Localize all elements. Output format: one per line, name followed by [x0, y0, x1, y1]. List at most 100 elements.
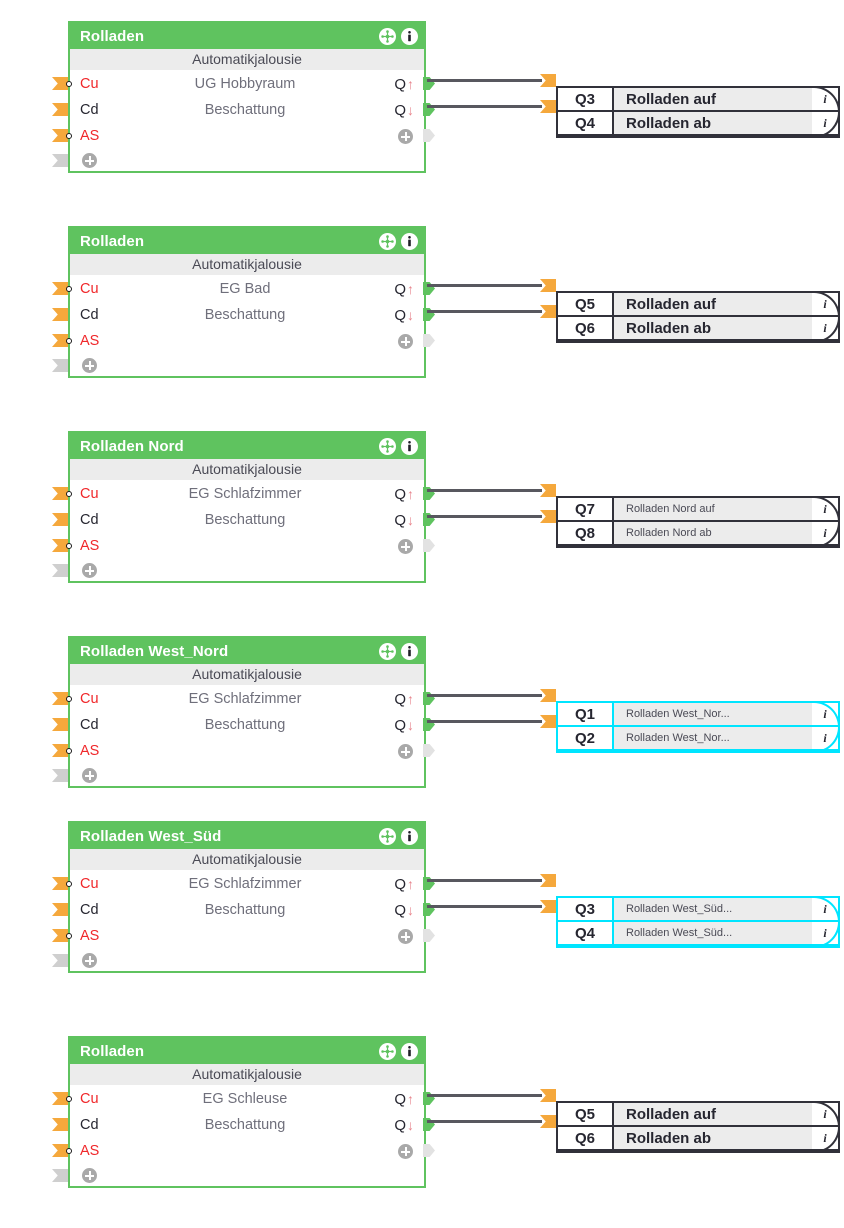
input-pin-cu[interactable]: Cu	[80, 281, 99, 297]
add-input-plus-icon[interactable]	[82, 953, 97, 968]
input-pin-as[interactable]: AS	[80, 538, 100, 554]
block-header[interactable]: Rolladen West_Nord	[70, 638, 424, 664]
input-pin-cu[interactable]: Cu	[80, 876, 99, 892]
output-connector-inactive[interactable]	[423, 929, 435, 942]
move-icon[interactable]	[379, 642, 396, 660]
input-pin-cd[interactable]: Cd	[80, 1117, 99, 1133]
block-header[interactable]: Rolladen Nord	[70, 433, 424, 459]
input-connector-add[interactable]	[52, 1169, 68, 1182]
block-header[interactable]: Rolladen West_Süd	[70, 823, 424, 849]
add-input-plus-icon[interactable]	[82, 1168, 97, 1183]
output-info-icon[interactable]: i	[812, 112, 838, 134]
add-output-plus-icon[interactable]	[398, 1143, 413, 1159]
output-info-icon[interactable]: i	[812, 88, 838, 110]
move-icon[interactable]	[379, 437, 396, 455]
input-connector-cu[interactable]	[52, 1092, 72, 1105]
add-input-plus-icon[interactable]	[82, 358, 97, 373]
input-pin-cd[interactable]: Cd	[80, 512, 99, 528]
info-icon[interactable]	[401, 437, 418, 455]
input-pin-cd[interactable]: Cd	[80, 902, 99, 918]
input-connector-add[interactable]	[52, 564, 68, 577]
input-connector-cd[interactable]	[52, 308, 68, 321]
output-pin-label[interactable]: Q↓	[368, 102, 424, 119]
input-connector-cd[interactable]	[52, 1118, 68, 1131]
output-pin-label[interactable]: Q↑	[368, 281, 424, 298]
input-pin-cd[interactable]: Cd	[80, 307, 99, 323]
input-connector-cu[interactable]	[52, 487, 72, 500]
info-icon[interactable]	[401, 232, 418, 250]
input-connector-cu[interactable]	[52, 877, 72, 890]
output-pin-label[interactable]: Q↑	[368, 691, 424, 708]
input-connector-cd[interactable]	[52, 513, 68, 526]
output-info-icon[interactable]: i	[812, 317, 838, 339]
output-info-icon[interactable]: i	[812, 703, 838, 725]
add-output-plus-icon[interactable]	[398, 333, 413, 349]
output-info-icon[interactable]: i	[812, 1103, 838, 1125]
output-info-icon[interactable]: i	[812, 727, 838, 749]
input-pin-as[interactable]: AS	[80, 928, 100, 944]
input-connector-cd[interactable]	[52, 903, 68, 916]
add-input-plus-icon[interactable]	[82, 768, 97, 783]
add-output-plus-icon[interactable]	[398, 743, 413, 759]
output-pin-label[interactable]: Q↓	[368, 717, 424, 734]
info-icon[interactable]	[401, 27, 418, 45]
input-pin-cd[interactable]: Cd	[80, 717, 99, 733]
output-pin-label[interactable]: Q↓	[368, 307, 424, 324]
block-header[interactable]: Rolladen	[70, 1038, 424, 1064]
info-icon[interactable]	[401, 642, 418, 660]
add-input-plus-icon[interactable]	[82, 563, 97, 578]
input-pin-cu[interactable]: Cu	[80, 691, 99, 707]
info-icon[interactable]	[401, 827, 418, 845]
output-connector-inactive[interactable]	[423, 129, 435, 142]
input-connector-as[interactable]	[52, 129, 72, 142]
add-output-plus-icon[interactable]	[398, 128, 413, 144]
output-pin-label[interactable]: Q↑	[368, 876, 424, 893]
output-pin-label[interactable]: Q↑	[368, 1091, 424, 1108]
input-connector-add[interactable]	[52, 769, 68, 782]
output-info-icon[interactable]: i	[812, 922, 838, 944]
input-connector-cu[interactable]	[52, 282, 72, 295]
output-info-icon[interactable]: i	[812, 293, 838, 315]
output-connector-inactive[interactable]	[423, 334, 435, 347]
input-connector-as[interactable]	[52, 929, 72, 942]
input-connector-as[interactable]	[52, 744, 72, 757]
input-connector-cd[interactable]	[52, 718, 68, 731]
add-output-plus-icon[interactable]	[398, 928, 413, 944]
output-pin-label[interactable]: Q↑	[368, 76, 424, 93]
move-icon[interactable]	[379, 27, 396, 45]
input-connector-as[interactable]	[52, 334, 72, 347]
input-pin-as[interactable]: AS	[80, 128, 100, 144]
output-info-icon[interactable]: i	[812, 522, 838, 544]
block-header[interactable]: Rolladen	[70, 23, 424, 49]
input-pin-cu[interactable]: Cu	[80, 76, 99, 92]
info-icon[interactable]	[401, 1042, 418, 1060]
input-pin-as[interactable]: AS	[80, 333, 100, 349]
move-icon[interactable]	[379, 1042, 396, 1060]
input-connector-add[interactable]	[52, 154, 68, 167]
output-pin-label[interactable]: Q↓	[368, 902, 424, 919]
input-connector-as[interactable]	[52, 1144, 72, 1157]
input-pin-as[interactable]: AS	[80, 743, 100, 759]
